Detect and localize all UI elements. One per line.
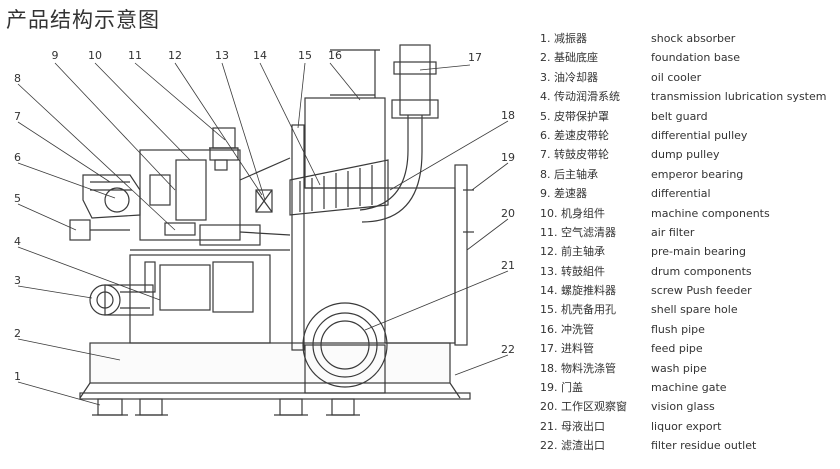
callout-20: 20 — [501, 207, 515, 220]
legend-item-en: liquor export — [651, 419, 722, 433]
legend-item-zh: 4. 传动润滑系统 — [540, 90, 620, 104]
legend-item: 13. 转鼓組件 drum components — [540, 262, 840, 281]
legend-item-zh: 16. 冲洗管 — [540, 322, 594, 336]
callout-6: 6 — [14, 151, 21, 164]
legend-item-zh: 12. 前主轴承 — [540, 245, 605, 259]
legend-item-zh: 5. 皮带保护罩 — [540, 109, 609, 123]
callout-2: 2 — [14, 327, 21, 340]
callout-7: 7 — [14, 110, 21, 123]
legend-item-en: wash pipe — [651, 361, 707, 375]
callout-13: 13 — [215, 49, 229, 62]
legend-item-zh: 10. 机身组件 — [540, 206, 605, 220]
callout-5: 5 — [14, 192, 21, 205]
callout-15: 15 — [298, 49, 312, 62]
legend-item-zh: 11. 空气滤清器 — [540, 225, 616, 239]
legend-item-en: shell spare hole — [651, 303, 738, 317]
legend-item: 12. 前主轴承 pre-main bearing — [540, 242, 840, 261]
legend-item: 3. 油冷却器 oil cooler — [540, 68, 840, 87]
legend-item-zh: 2. 基础底座 — [540, 51, 598, 65]
shock-absorbers — [92, 398, 360, 416]
legend-item-en: foundation base — [651, 51, 741, 65]
legend-item-en: oil cooler — [651, 70, 702, 84]
legend-item-en: shock absorber — [651, 32, 736, 45]
legend-item: 10. 机身组件 machine components — [540, 204, 840, 223]
legend-item-en: filter residue outlet — [651, 439, 757, 453]
legend-item-en: pre-main bearing — [651, 245, 747, 259]
liquor-export — [302, 302, 388, 394]
legend-item-zh: 14. 螺旋推料器 — [540, 284, 616, 298]
legend-item-zh: 20. 工作区观察窗 — [540, 400, 627, 414]
legend-item-zh: 3. 油冷却器 — [540, 70, 598, 84]
callout-17: 17 — [468, 51, 482, 64]
callout-21: 21 — [501, 259, 515, 272]
callout-16: 16 — [328, 49, 342, 62]
legend-item-zh: 13. 转鼓組件 — [540, 264, 605, 278]
legend-item: 19. 门盖 machine gate — [540, 378, 840, 397]
legend-item-zh: 1. 减振器 — [540, 32, 587, 45]
callout-22: 22 — [501, 343, 515, 356]
legend-item-en: drum components — [651, 264, 752, 278]
legend-item-zh: 15. 机壳备用孔 — [540, 303, 616, 317]
callout-18: 18 — [501, 109, 515, 122]
legend-item: 15. 机壳备用孔 shell spare hole — [540, 300, 840, 319]
legend-item: 7. 转鼓皮带轮 dump pulley — [540, 145, 840, 164]
legend-item-en: transmission lubrication system — [651, 90, 827, 104]
page-title: 产品结构示意图 — [6, 8, 160, 32]
legend-item: 1. 减振器 shock absorber — [540, 29, 840, 48]
callout-11: 11 — [128, 49, 142, 62]
legend-item-en: air filter — [651, 225, 695, 239]
legend-item: 21. 母液出口 liquor export — [540, 417, 840, 436]
legend-item-en: machine components — [651, 206, 770, 220]
legend-item-en: differential pulley — [651, 128, 748, 142]
feed-pipe — [359, 44, 439, 223]
legend-item: 9. 差速器 differential — [540, 184, 840, 203]
legend-item: 11. 空气滤清器 air filter — [540, 223, 840, 242]
legend-item-zh: 19. 门盖 — [540, 381, 583, 395]
legend-item-en: belt guard — [651, 109, 708, 123]
legend-item: 20. 工作区观察窗 vision glass — [540, 397, 840, 416]
legend-item-zh: 9. 差速器 — [540, 187, 587, 201]
legend-item-en: screw Push feeder — [651, 284, 752, 298]
legend-item-zh: 8. 后主轴承 — [540, 167, 598, 181]
legend-item-zh: 7. 转鼓皮带轮 — [540, 148, 609, 162]
callout-4: 4 — [14, 235, 21, 248]
legend-item-en: dump pulley — [651, 148, 720, 162]
legend-item: 8. 后主轴承 emperor bearing — [540, 165, 840, 184]
legend-item-en: machine gate — [651, 381, 727, 395]
legend-item-en: feed pipe — [651, 342, 703, 356]
legend-item: 4. 传动润滑系统 transmission lubrication system — [540, 87, 840, 106]
callout-9: 9 — [52, 49, 59, 62]
legend-item: 17. 进料管 feed pipe — [540, 339, 840, 358]
legend-item: 6. 差速皮带轮 differential pulley — [540, 126, 840, 145]
legend-item-en: differential — [651, 187, 711, 201]
callout-3: 3 — [14, 274, 21, 287]
parts-legend: 1. 减振器 shock absorber 2. 基础底座 foundation b… — [540, 29, 840, 456]
foundation-base — [89, 342, 451, 384]
legend-item-zh: 6. 差速皮带轮 — [540, 128, 609, 142]
legend-item: 5. 皮带保护罩 belt guard — [540, 107, 840, 126]
legend-item: 22. 滤渣出口 filter residue outlet — [540, 436, 840, 455]
screw-feeder — [289, 159, 389, 216]
legend-item-en: emperor bearing — [651, 167, 744, 181]
callout-19: 19 — [501, 151, 515, 164]
legend-item-en: flush pipe — [651, 322, 705, 336]
legend-item-zh: 21. 母液出口 — [540, 419, 605, 433]
callout-8: 8 — [14, 72, 21, 85]
legend-item-en: vision glass — [651, 400, 715, 414]
callout-14: 14 — [253, 49, 267, 62]
legend-item-zh: 22. 滤渣出口 — [540, 439, 605, 453]
machine-casing — [291, 94, 468, 351]
legend-item-zh: 17. 进料管 — [540, 342, 594, 356]
legend-item: 16. 冲洗管 flush pipe — [540, 320, 840, 339]
callout-1: 1 — [14, 370, 21, 383]
legend-item: 14. 螺旋推料器 screw Push feeder — [540, 281, 840, 300]
oil-cooler — [89, 284, 154, 316]
legend-item: 18. 物料洗涤管 wash pipe — [540, 359, 840, 378]
callout-10: 10 — [88, 49, 102, 62]
legend-item-zh: 18. 物料洗涤管 — [540, 361, 616, 375]
callout-12: 12 — [168, 49, 182, 62]
legend-item: 2. 基础底座 foundation base — [540, 48, 840, 67]
